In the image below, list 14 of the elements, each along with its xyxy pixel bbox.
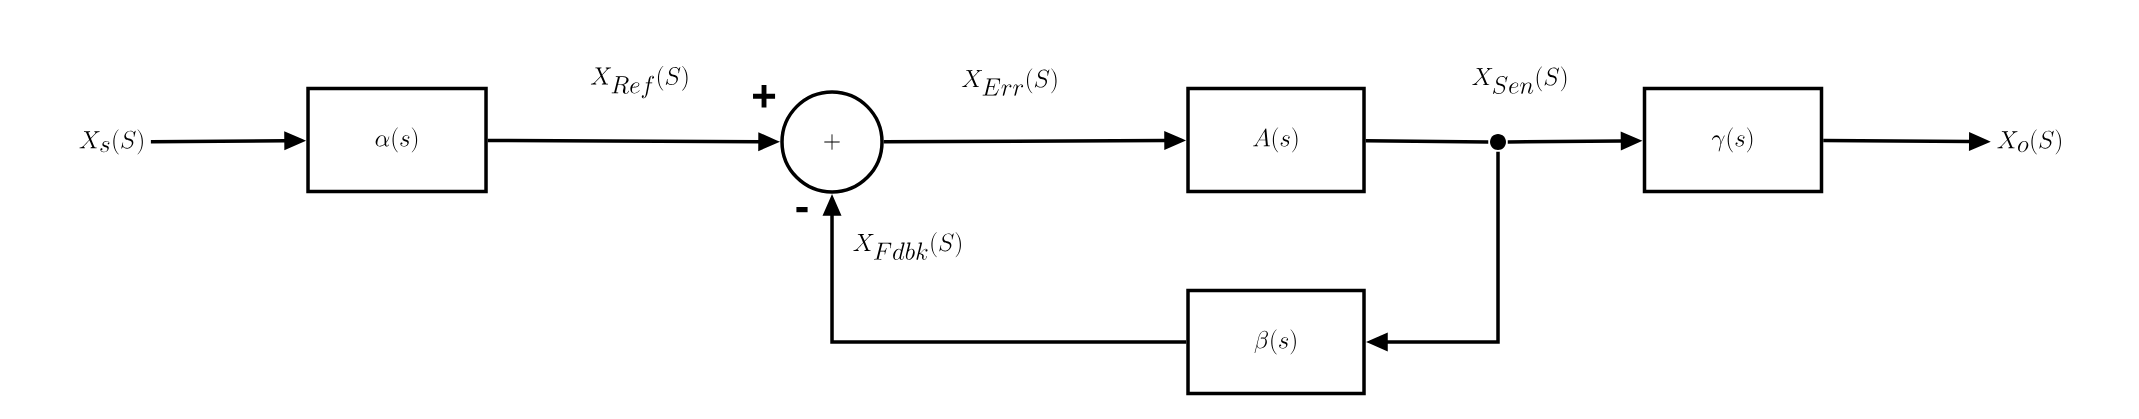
sign-label: - — [796, 207, 808, 213]
edge-label: $X_{Ref}(S)$ — [589, 64, 691, 100]
summing-junction: $+$ — [780, 90, 884, 194]
edge-label: $X_{Fdbk}(S)$ — [851, 231, 965, 261]
signal-label: $X_o(S)$ — [1997, 129, 2061, 155]
block-box: $\alpha(s)$ — [306, 86, 488, 194]
signal-label: $X_s(S)$ — [79, 129, 143, 155]
block-box: $\gamma(s)$ — [1642, 86, 1824, 194]
block-box: $A(s)$ — [1186, 86, 1366, 194]
sign-label: + — [753, 85, 776, 108]
edge-label: $X_{Err}(S)$ — [960, 67, 1060, 97]
edge-label: $X_{Sen}(S)$ — [1470, 65, 1570, 95]
junction-dot — [1490, 134, 1506, 150]
block-box: $\beta(s)$ — [1186, 288, 1366, 396]
